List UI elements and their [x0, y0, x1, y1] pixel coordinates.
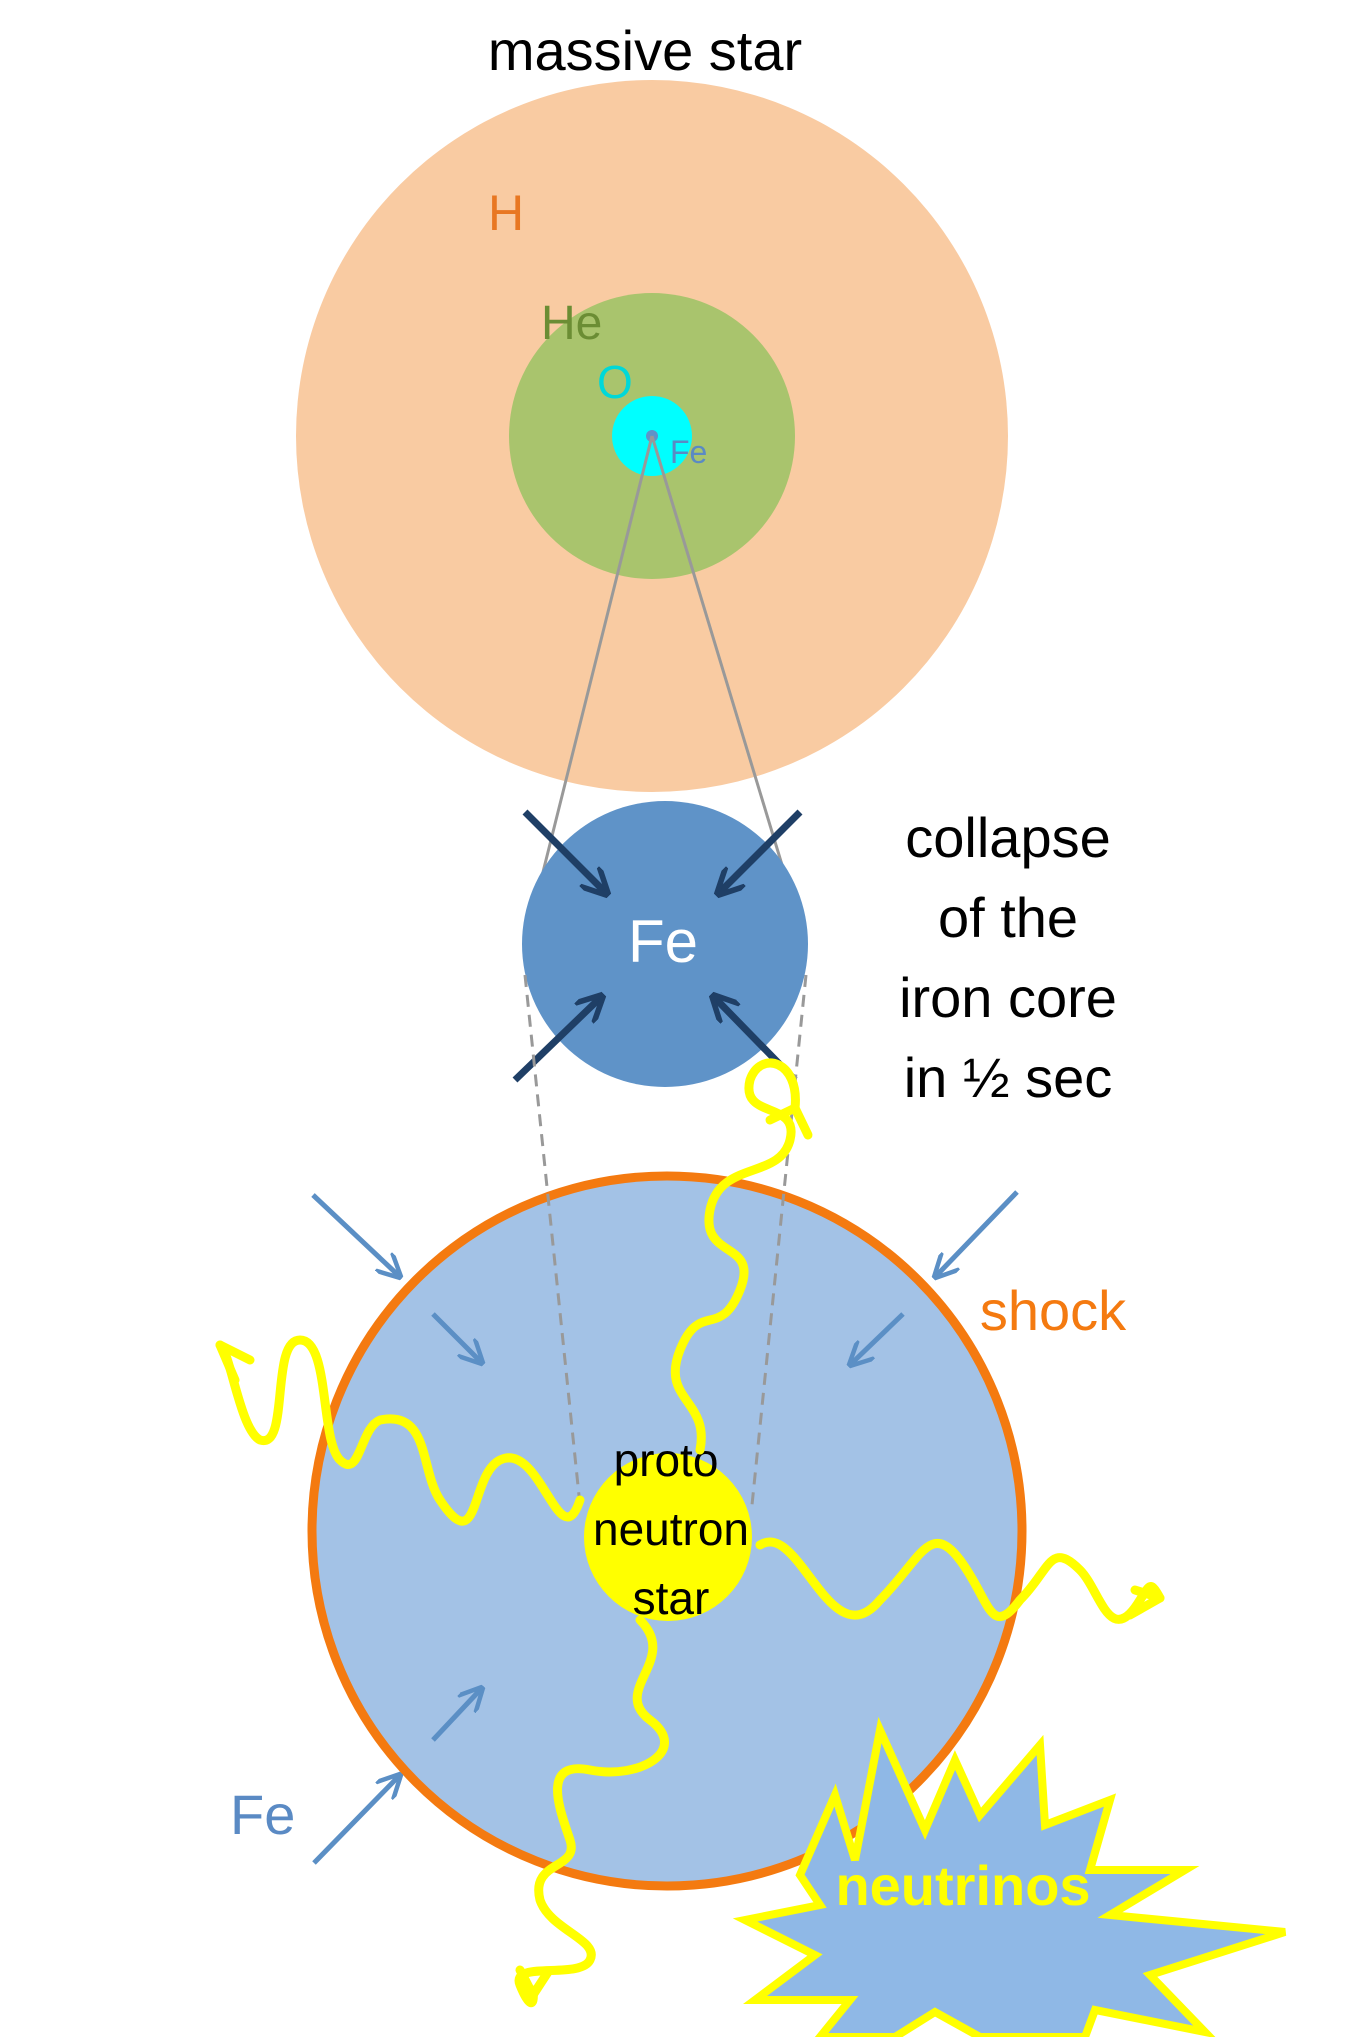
zoom-dash-right [750, 974, 808, 1506]
infall-arrow-1 [311, 1193, 398, 1275]
layer-label-he: He [541, 297, 602, 350]
neutrino-wiggle-down [514, 1615, 669, 2007]
infall-arrow-4 [852, 1312, 905, 1363]
collapse-caption-line4: in ½ sec [904, 1046, 1113, 1109]
neutrino-wiggle-right [755, 1537, 1165, 1624]
collapse-caption: collapse of the iron core in ½ sec [899, 806, 1117, 1109]
layer-label-o: O [597, 356, 633, 408]
title-massive-star: massive star [488, 19, 802, 82]
collapse-caption-line3: iron core [899, 966, 1117, 1029]
neutrino-head-left [215, 1340, 255, 1385]
neutrino-head-right [1125, 1585, 1165, 1620]
zoom-dash-left [523, 974, 582, 1506]
collapse-arrow-bottom-left [512, 998, 600, 1083]
collapse-caption-line1: collapse [905, 806, 1110, 869]
collapse-caption-line2: of the [938, 886, 1078, 949]
shock-label: shock [980, 1279, 1127, 1342]
infall-fe-label: Fe [230, 1783, 295, 1846]
infall-arrow-2 [431, 1312, 480, 1361]
neutrino-head-down [515, 1965, 553, 2000]
layer-label-h: H [488, 185, 524, 241]
neutrino-wiggle-up [670, 1058, 800, 1455]
infall-arrow-6 [312, 1777, 398, 1865]
zoom-line-right [650, 435, 808, 945]
neutrino-wiggle-left [215, 1335, 585, 1526]
proto-neutron-star [584, 1453, 752, 1621]
neutrinos-starburst [732, 1716, 1287, 2037]
zoom-line-left [523, 435, 654, 945]
infall-arrow-3 [937, 1190, 1019, 1275]
pns-label-line3: star [633, 1572, 710, 1624]
collapse-arrow-top-right [720, 809, 803, 892]
pns-label-line2: neutron [593, 1503, 749, 1555]
collapse-arrow-top-left [522, 809, 605, 892]
neutrino-head-up [765, 1103, 813, 1140]
neutrino-arrowheads [215, 1103, 1165, 2000]
layer-label-fe-small: Fe [670, 434, 707, 470]
infall-arrow-5 [431, 1690, 480, 1742]
neutrinos-label: neutrinos [835, 1854, 1090, 1917]
neutrino-wiggles [215, 1058, 1165, 2007]
iron-core-label: Fe [628, 908, 698, 975]
